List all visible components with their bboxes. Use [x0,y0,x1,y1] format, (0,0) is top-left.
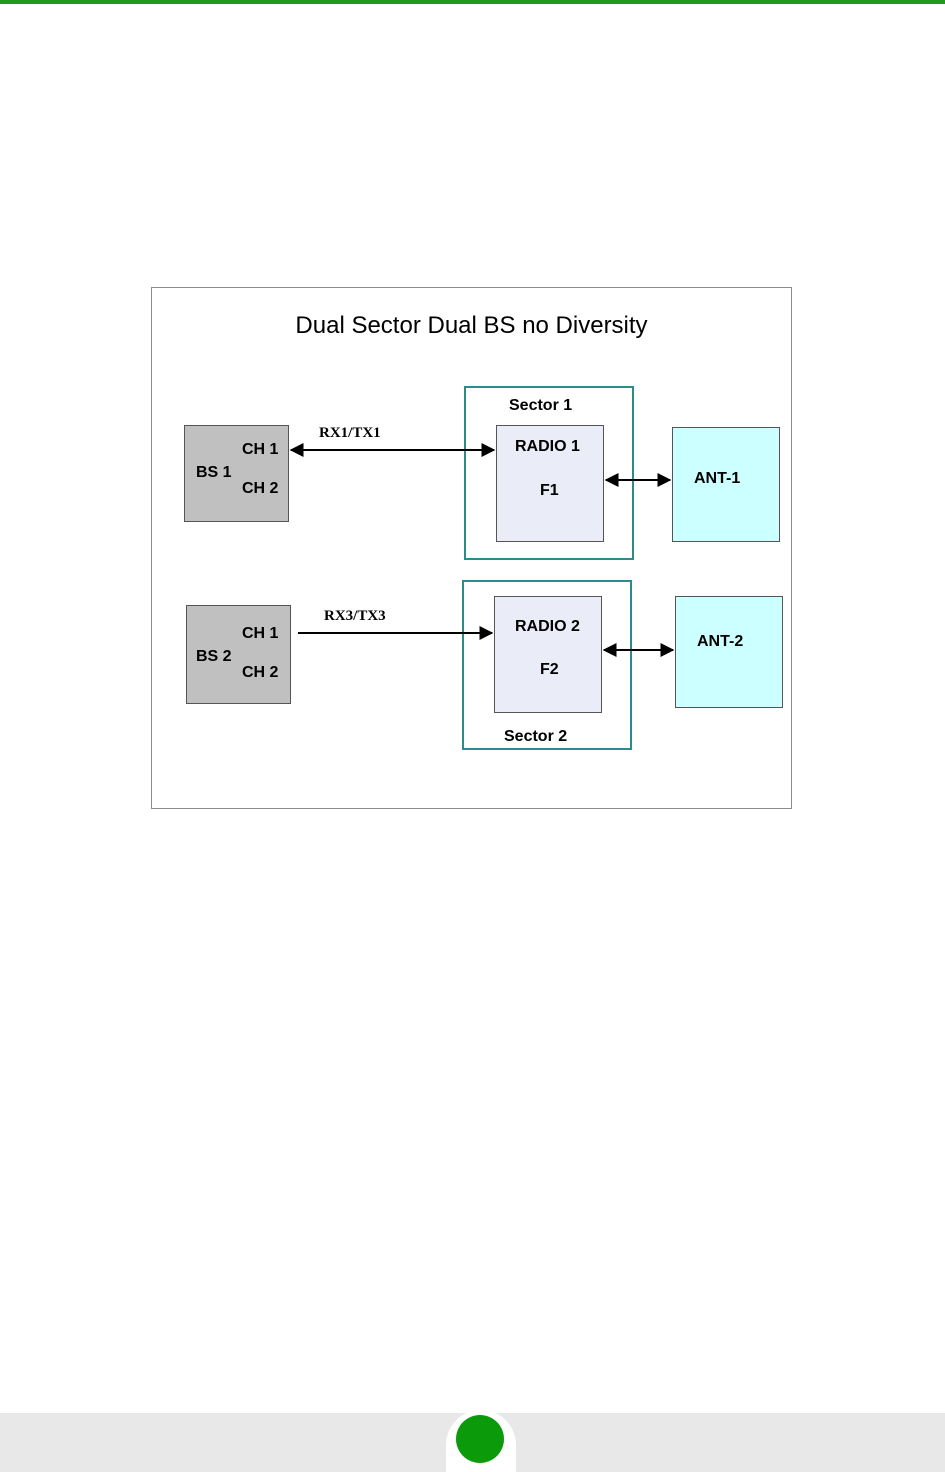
connector-arrows [152,288,793,810]
top-accent-rule [0,0,945,4]
footer-page-badge [456,1415,504,1463]
diagram-frame: Dual Sector Dual BS no Diversity Sector … [151,287,792,809]
